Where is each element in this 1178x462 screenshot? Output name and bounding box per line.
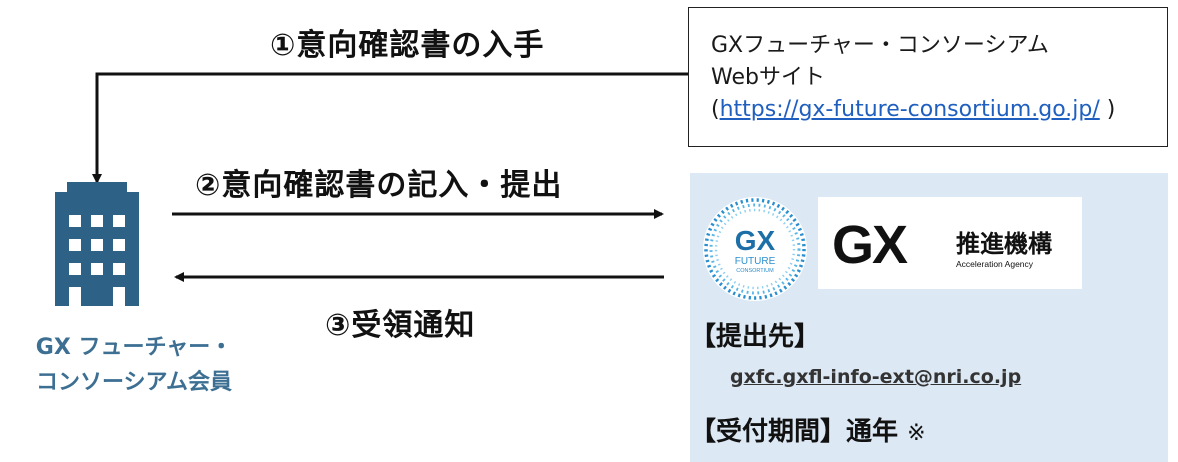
submit-email[interactable]: gxfc.gxfl-info-ext@nri.co.jp [730,366,1022,388]
submit-heading: 【提出先】 [690,322,821,352]
member-label: GX フューチャー・ コンソーシアム会員 [0,330,268,400]
step3-label: ③受領通知 [325,308,476,343]
office-building-icon [55,182,139,306]
agency-logo-en: Acceleration Agency [956,259,1034,269]
consortium-logo-text-gx: GX [735,225,776,256]
member-label-line2: コンソーシアム会員 [35,370,233,395]
website-box: GXフューチャー・コンソーシアム Webサイト (https://gx-futu… [688,7,1168,147]
gx-agency-logo: GX 推進機構 Acceleration Agency [818,197,1082,289]
note-mark: ※ [907,421,926,446]
website-name: GXフューチャー・コンソーシアム [711,33,1049,58]
close-paren: ) [1099,97,1116,122]
open-paren: ( [711,97,720,122]
step1-label: ①意向確認書の入手 [270,28,545,63]
period-heading: 【受付期間】通年 ※ [690,411,926,448]
website-sub: Webサイト [711,65,825,90]
agency-logo-name: 推進機構 [956,230,1052,258]
arrow-step1 [92,72,688,184]
website-url-line: (https://gx-future-consortium.go.jp/ ) [711,94,1147,126]
member-label-line1: GX フューチャー・ [35,335,233,360]
consortium-logo-text-future: FUTURE [735,256,776,267]
consortium-logo-text-consortium: CONSORTIUM [736,268,774,274]
website-url-link[interactable]: https://gx-future-consortium.go.jp/ [719,97,1100,122]
gx-future-consortium-logo: GX FUTURE CONSORTIUM [703,197,807,301]
agency-logo-mark: GX [832,215,908,275]
step2-label: ②意向確認書の記入・提出 [195,168,563,203]
period-heading-text: 【受付期間】通年 [690,417,899,447]
